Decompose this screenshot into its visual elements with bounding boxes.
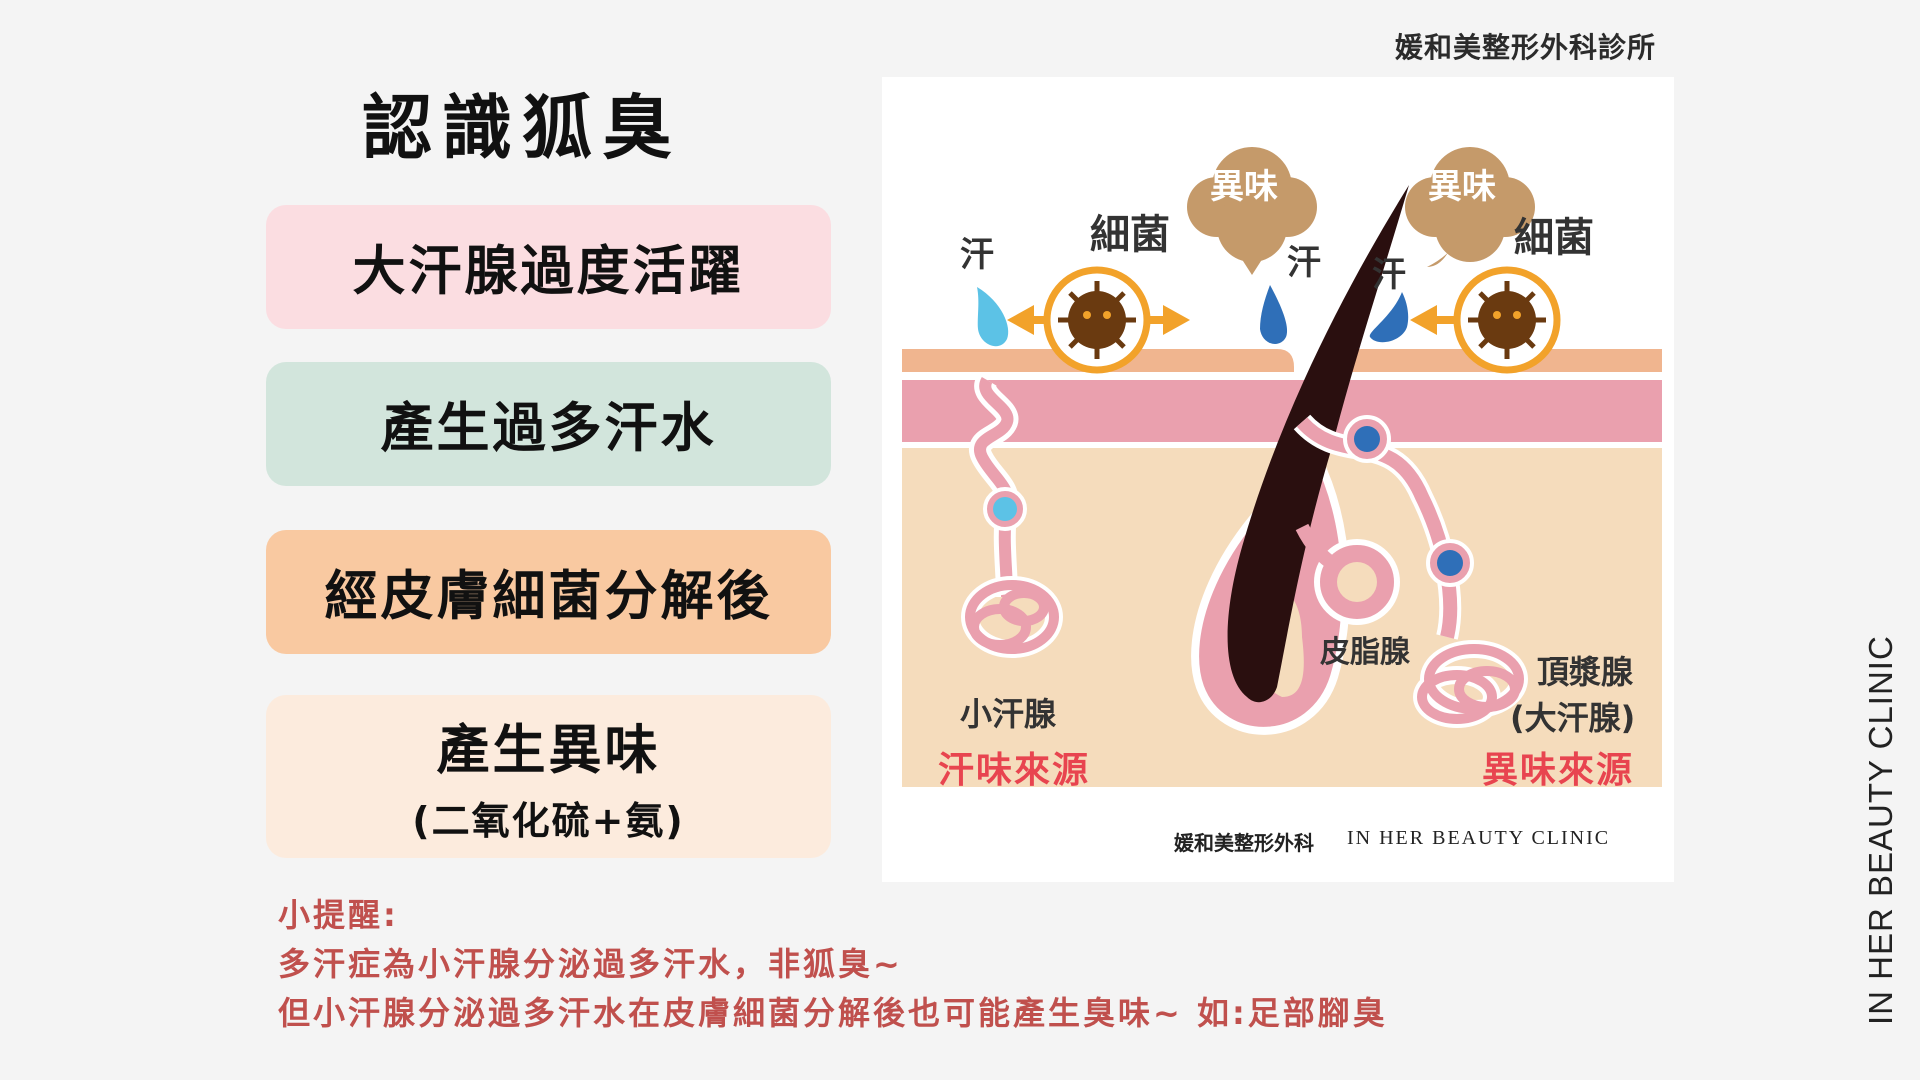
label-odor-left: 異味: [1210, 167, 1278, 207]
tips-line-2: 但小汗腺分泌過多汗水在皮膚細菌分解後也可能產生臭味~ 如:足部腳臭: [278, 994, 1388, 1032]
label-sweat-mid-right: 汗: [1372, 255, 1406, 295]
step-card-1: 大汗腺過度活躍: [266, 205, 831, 329]
skin-diagram-svg: [902, 147, 1662, 787]
odor-cloud-left: [1187, 147, 1317, 275]
step-label-1: 大汗腺過度活躍: [352, 241, 745, 302]
odor-cloud-right: [1405, 147, 1535, 267]
bacteria-arrows-right: [1410, 305, 1454, 335]
label-sweat-mid-left: 汗: [1287, 243, 1321, 283]
skin-diagram: 汗 細菌 異味 汗 汗 異味 細菌 皮脂腺 小汗腺 汗味來源 頂漿腺 (大汗腺)…: [882, 77, 1674, 882]
tips-line-1: 多汗症為小汗腺分泌過多汗水，非狐臭~: [278, 945, 903, 983]
clinic-header: 媛和美整形外科診所: [1395, 31, 1657, 64]
tips-section: 小提醒: 多汗症為小汗腺分泌過多汗水，非狐臭~ 但小汗腺分泌過多汗水在皮膚細菌分…: [278, 891, 1388, 1038]
tips-heading: 小提醒:: [278, 896, 399, 934]
bacteria-arrows-left: [1007, 305, 1190, 335]
label-odor-right: 異味: [1428, 167, 1496, 207]
label-apocrine-gland: 頂漿腺: [1537, 653, 1634, 691]
diagram-footer-cn: 媛和美整形外科: [1174, 831, 1314, 855]
label-eccrine-gland: 小汗腺: [960, 695, 1057, 733]
label-sebaceous-gland: 皮脂腺: [1320, 635, 1410, 670]
side-brand: IN HER BEAUTY CLINIC: [1862, 635, 1899, 1025]
label-sweat-left: 汗: [960, 235, 994, 275]
label-bacteria-right: 細菌: [1514, 215, 1594, 261]
sweat-drop-mid-right: [1369, 292, 1409, 343]
step-label-3: 經皮膚細菌分解後: [324, 566, 773, 627]
sweat-drop-left: [977, 287, 1009, 347]
label-apocrine-source: 異味來源: [1482, 750, 1635, 791]
label-eccrine-source: 汗味來源: [938, 750, 1091, 791]
step-card-4: 產生異味 (二氧化硫+氨): [266, 695, 831, 858]
label-bacteria-left: 細菌: [1090, 212, 1170, 258]
step-card-2: 產生過多汗水: [266, 362, 831, 486]
diagram-footer-en: IN HER BEAUTY CLINIC: [1347, 827, 1611, 849]
step-card-3: 經皮膚細菌分解後: [266, 530, 831, 654]
page-title: 認識狐臭: [362, 87, 682, 169]
bacteria-icon-right: [1453, 266, 1561, 374]
step-sublabel-4: (二氧化硫+氨): [412, 799, 685, 843]
label-apocrine-alias: (大汗腺): [1510, 699, 1636, 737]
bacteria-icon-left: [1043, 266, 1151, 374]
sweat-drop-mid-left: [1260, 285, 1288, 344]
step-label-4: 產生異味: [436, 720, 661, 781]
step-label-2: 產生過多汗水: [380, 398, 717, 459]
